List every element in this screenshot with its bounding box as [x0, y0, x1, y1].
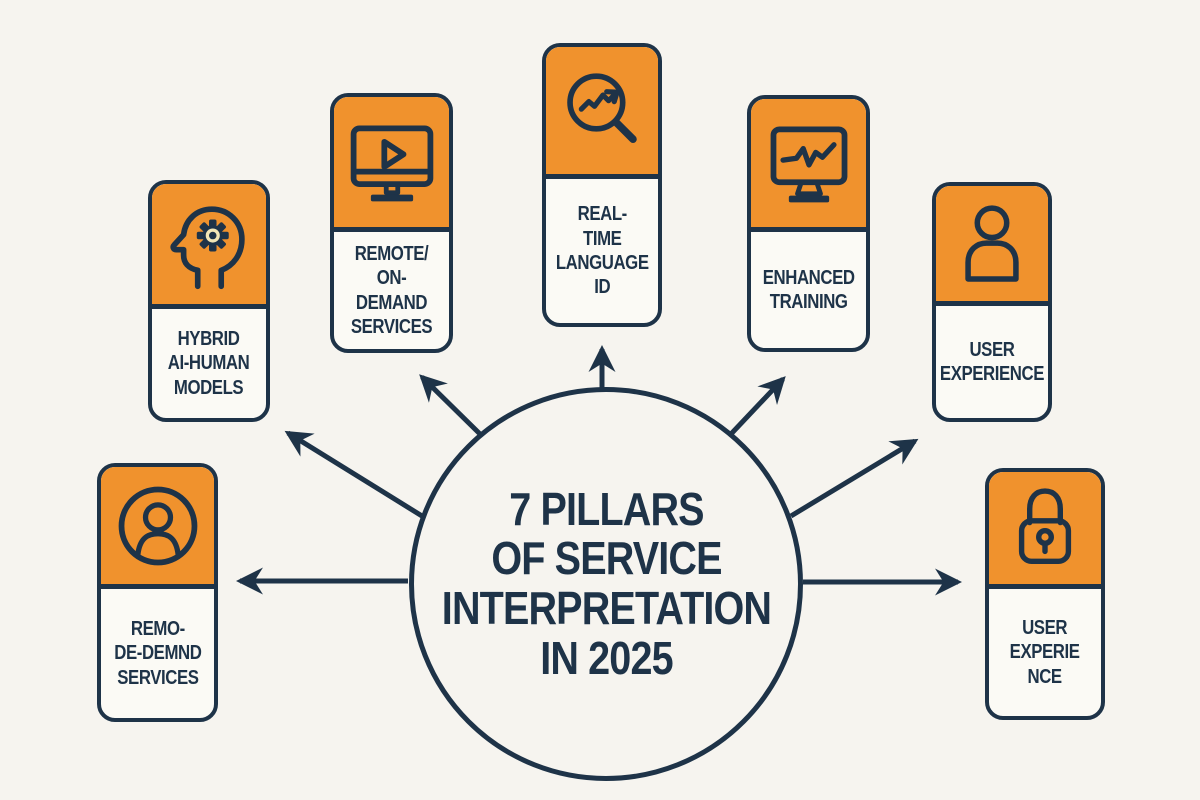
arrow-to-hybrid-ai-human-models [284, 430, 424, 519]
card-icon-area [936, 186, 1048, 306]
card-hybrid-ai-human-models: HYBRID AI-HUMAN MODELS [148, 180, 270, 422]
card-icon-area [334, 97, 449, 232]
card-label: REAL- TIME LANGUAGE ID [555, 203, 649, 299]
card-label-area: REAL- TIME LANGUAGE ID [546, 179, 658, 323]
monitor-play-icon [350, 125, 433, 202]
arrow-to-enhanced-training [729, 376, 786, 436]
card-label-area: HYBRID AI-HUMAN MODELS [152, 309, 266, 418]
card-remote-on-demand-services: REMOTE/ ON-DEMAND SERVICES [330, 93, 453, 353]
card-label: USER EXPERIE NCE [1010, 616, 1080, 688]
card-real-time-language-id: REAL- TIME LANGUAGE ID [542, 43, 662, 327]
card-label: REMO- DE-DEMND SERVICES [113, 617, 202, 689]
card-icon-area [101, 467, 214, 589]
diagram-title: 7 PILLARS OF SERVICE INTERPRETATION IN 2… [441, 482, 771, 684]
card-user-experience: USER EXPERIENCE [932, 182, 1052, 422]
card-user-experie-nce: USER EXPERIE NCE [985, 468, 1105, 720]
person-circle-icon [118, 486, 197, 565]
card-label: USER EXPERIENCE [939, 338, 1045, 385]
central-circle: 7 PILLARS OF SERVICE INTERPRETATION IN 2… [409, 387, 803, 781]
magnifier-trend-icon [567, 72, 637, 143]
card-label-area: USER EXPERIENCE [936, 306, 1048, 418]
monitor-pulse-icon [770, 126, 847, 203]
card-label-area: USER EXPERIE NCE [989, 589, 1101, 716]
card-label-area: REMOTE/ ON-DEMAND SERVICES [334, 232, 449, 349]
card-label: REMOTE/ ON-DEMAND SERVICES [350, 242, 433, 338]
padlock-icon [1018, 488, 1072, 564]
card-icon-area [546, 47, 658, 179]
card-enhanced-training: ENHANCED TRAINING [747, 95, 870, 352]
head-gear-icon [170, 206, 245, 290]
card-icon-area [751, 99, 866, 232]
arrow-to-user-experience [789, 438, 919, 519]
arrow-to-remote-on-demand-services [419, 374, 482, 436]
card-label: ENHANCED TRAINING [762, 266, 855, 313]
card-label: HYBRID AI-HUMAN MODELS [168, 327, 250, 399]
card-remo-de-demnd-services: REMO- DE-DEMND SERVICES [97, 463, 218, 722]
card-label-area: REMO- DE-DEMND SERVICES [101, 589, 214, 718]
card-icon-area [989, 472, 1101, 589]
card-label-area: ENHANCED TRAINING [751, 232, 866, 348]
person-icon [965, 204, 1019, 282]
card-icon-area [152, 184, 266, 309]
